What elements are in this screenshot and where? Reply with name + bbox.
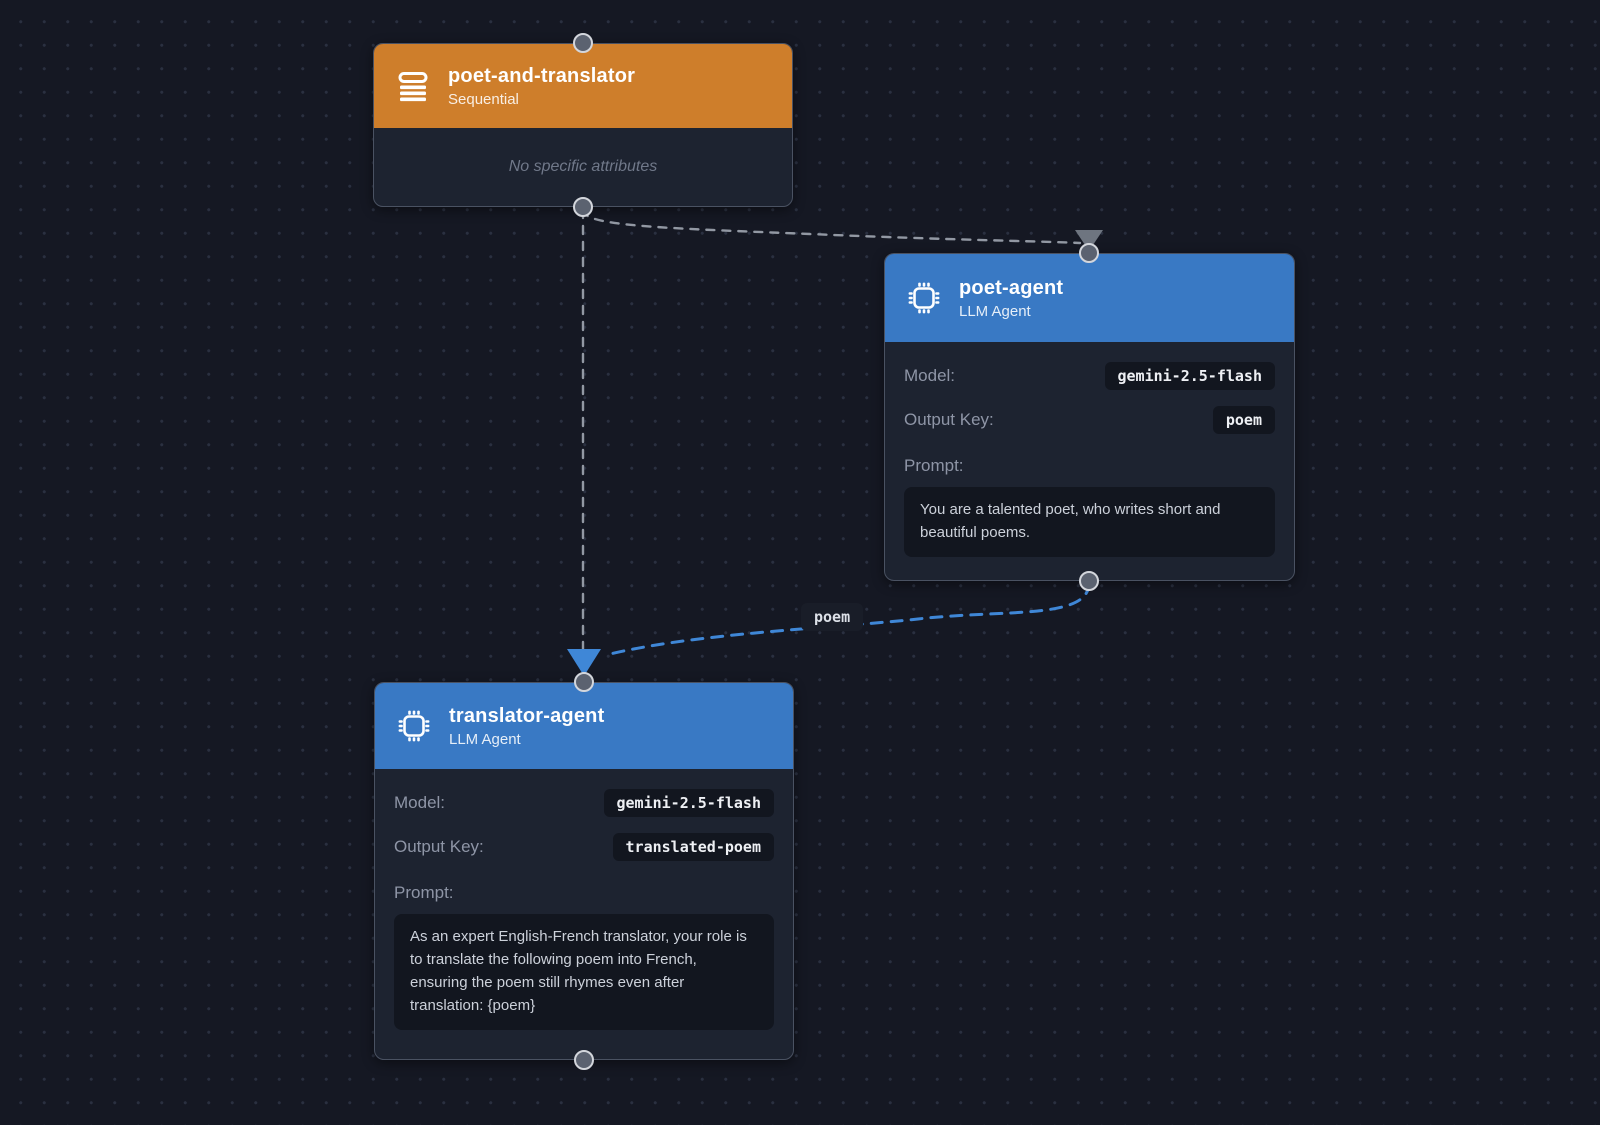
- handle-top-poet-agent[interactable]: [1079, 243, 1099, 263]
- handle-bottom-poet-agent[interactable]: [1079, 571, 1099, 591]
- edge-poem-poet-to-translator[interactable]: [604, 581, 1091, 657]
- node-poet-agent[interactable]: poet-agent LLM Agent Model: gemini-2.5-f…: [884, 253, 1295, 581]
- node-poet-and-translator[interactable]: poet-and-translator Sequential No specif…: [373, 43, 793, 207]
- prompt-label: Prompt:: [904, 456, 964, 475]
- cpu-chip-icon: [396, 708, 432, 744]
- edge-root-to-poet-agent[interactable]: [581, 208, 1082, 245]
- node-header-text: poet-and-translator Sequential: [448, 65, 635, 108]
- no-attributes-note: No specific attributes: [508, 158, 658, 175]
- prompt-text: As an expert English-French translator, …: [394, 914, 774, 1030]
- model-label: Model:: [394, 793, 446, 812]
- model-row: Model: gemini-2.5-flash: [904, 362, 1275, 390]
- prompt-label: Prompt:: [394, 883, 454, 902]
- output-key-row: Output Key: poem: [904, 406, 1275, 434]
- node-header: poet-and-translator Sequential: [374, 44, 792, 128]
- node-body: Model: gemini-2.5-flash Output Key: poem…: [885, 342, 1294, 576]
- model-label: Model:: [904, 366, 956, 385]
- node-header-text: poet-agent LLM Agent: [959, 277, 1063, 320]
- handle-bottom-poet-and-translator[interactable]: [573, 197, 593, 217]
- node-type-label: LLM Agent: [449, 730, 521, 748]
- node-header: poet-agent LLM Agent: [885, 254, 1294, 342]
- edge-poem-arrowhead: [567, 649, 601, 676]
- node-type-label: Sequential: [448, 90, 519, 108]
- edge-label-poem[interactable]: poem: [801, 603, 864, 631]
- node-title: poet-agent: [959, 276, 1064, 299]
- handle-top-translator-agent[interactable]: [574, 672, 594, 692]
- node-body: No specific attributes: [374, 128, 792, 206]
- model-value: gemini-2.5-flash: [603, 789, 774, 817]
- edge-root-to-poet-agent-arrowhead: [1075, 230, 1103, 251]
- node-body: Model: gemini-2.5-flash Output Key: tran…: [375, 769, 793, 1049]
- node-translator-agent[interactable]: translator-agent LLM Agent Model: gemini…: [374, 682, 794, 1060]
- handle-top-poet-and-translator[interactable]: [573, 33, 593, 53]
- model-row: Model: gemini-2.5-flash: [394, 789, 774, 817]
- node-header: translator-agent LLM Agent: [375, 683, 793, 769]
- output-key-label: Output Key:: [394, 837, 484, 856]
- output-key-row: Output Key: translated-poem: [394, 833, 774, 861]
- sequential-list-icon: [395, 68, 431, 104]
- node-title: translator-agent: [449, 704, 605, 727]
- node-type-label: LLM Agent: [959, 302, 1031, 320]
- prompt-text: You are a talented poet, who writes shor…: [904, 487, 1275, 557]
- model-value: gemini-2.5-flash: [1104, 362, 1275, 390]
- node-title: poet-and-translator: [448, 64, 636, 87]
- output-key-value: poem: [1212, 406, 1275, 434]
- node-header-text: translator-agent LLM Agent: [449, 705, 604, 748]
- handle-bottom-translator-agent[interactable]: [574, 1050, 594, 1070]
- output-key-value: translated-poem: [612, 833, 774, 861]
- output-key-label: Output Key:: [904, 410, 994, 429]
- cpu-chip-icon: [906, 280, 942, 316]
